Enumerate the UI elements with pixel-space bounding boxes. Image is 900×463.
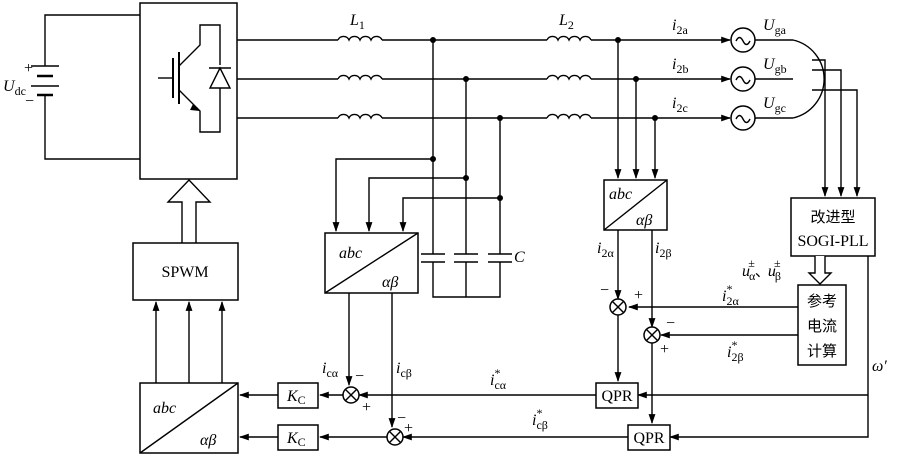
- ugc-label: Ugc: [763, 95, 786, 115]
- igbt-icon: [158, 24, 221, 133]
- l1-label: L1: [349, 12, 365, 32]
- abc-alpha-beta-block-3: abc αβ: [139, 382, 239, 454]
- inverter-box: [139, 2, 238, 180]
- i2c-label: i2c: [672, 95, 688, 115]
- grid-sources: [730, 27, 825, 131]
- kc-label: KC: [286, 388, 306, 407]
- l2-label: L2: [558, 12, 574, 32]
- summing-junction-i2alpha: [609, 298, 627, 316]
- i2beta-label: i2β: [655, 240, 672, 260]
- alpha-beta-label: αβ: [636, 212, 652, 229]
- icalpha-label: icα: [322, 360, 339, 380]
- junction-dots: [430, 37, 658, 201]
- minus-sign: −: [666, 315, 675, 332]
- abc-label: abc: [609, 186, 632, 203]
- capacitor-bank: C: [421, 40, 525, 298]
- abc-alpha-beta-block-1: abc αβ: [324, 232, 419, 294]
- diode-icon: [208, 66, 232, 89]
- abc-label: abc: [153, 400, 176, 417]
- i2a-label: i2a: [672, 17, 688, 37]
- ref-calc-line1: 参考: [807, 292, 837, 310]
- plus-sign: +: [660, 341, 669, 358]
- kc-label: KC: [286, 430, 306, 449]
- minus-sign: −: [600, 282, 609, 299]
- i2alpha-ref-label: i*2α: [722, 282, 739, 308]
- kc-block-alpha: KC: [277, 382, 319, 409]
- power-lines: [237, 35, 731, 122]
- qpr-block-beta: QPR: [627, 424, 671, 451]
- qpr-label: QPR: [633, 430, 664, 447]
- dc-voltage-label: Udc: [3, 78, 26, 98]
- icbeta-ref-label: i*cβ: [532, 406, 548, 432]
- hollow-down-arrow-icon: [807, 256, 833, 285]
- uga-label: Uga: [763, 17, 787, 37]
- minus-sign: −: [397, 410, 406, 427]
- plus-sign: +: [362, 399, 371, 416]
- summing-junction-i2beta: [643, 326, 661, 344]
- u-pm-label: uα±、uβ±: [742, 256, 781, 283]
- i2beta-ref-label: i*2β: [727, 338, 744, 364]
- kc-block-beta: KC: [277, 424, 319, 451]
- i2alpha-label: i2α: [597, 240, 614, 260]
- ugb-label: Ugb: [763, 56, 787, 76]
- summing-junction-icbeta: [386, 428, 404, 446]
- spwm-block: SPWM: [132, 242, 239, 301]
- reference-current-block: 参考 电流 计算: [797, 284, 847, 366]
- pll-title-label: 改进型: [810, 208, 855, 226]
- icbeta-label: icβ: [396, 360, 412, 380]
- hollow-up-arrow-icon: [166, 178, 212, 243]
- inverter-bridge: [139, 2, 238, 180]
- minus-sign: −: [355, 368, 364, 385]
- sogi-pll-block: 改进型 SOGI-PLL: [790, 197, 876, 257]
- ref-calc-line3: 计算: [807, 342, 837, 360]
- qpr-block-alpha: QPR: [595, 382, 639, 409]
- dc-plus-sign: +: [24, 60, 33, 77]
- summing-junction-icalpha: [342, 386, 360, 404]
- i2b-label: i2b: [672, 56, 688, 76]
- spwm-label: SPWM: [161, 264, 208, 281]
- plus-sign: +: [634, 287, 643, 304]
- omega-label: ω′: [872, 358, 887, 375]
- dc-source: + − Udc: [3, 14, 140, 160]
- qpr-label: QPR: [601, 388, 632, 405]
- dc-minus-sign: −: [25, 93, 34, 110]
- abc-label: abc: [339, 245, 362, 262]
- icalpha-ref-label: i*cα: [490, 366, 507, 392]
- abc-alpha-beta-block-2: abc αβ: [603, 179, 668, 231]
- ref-calc-line2: 电流: [807, 317, 837, 335]
- pll-name-label: SOGI-PLL: [797, 233, 868, 250]
- capacitor-label: C: [514, 249, 525, 266]
- plus-sign: +: [404, 420, 413, 437]
- alpha-beta-label: αβ: [200, 432, 216, 449]
- alpha-beta-label: αβ: [382, 274, 398, 291]
